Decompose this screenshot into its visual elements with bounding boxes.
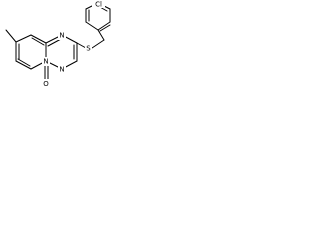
- atom-oxygen: O: [43, 80, 49, 88]
- bond-ph-6: [85, 21, 99, 31]
- bond-pyr-5-double: [17, 58, 31, 67]
- atom-nitrogen-lower: N: [59, 66, 64, 74]
- atom-sulfur: S: [86, 45, 91, 53]
- bond-ch2-aryl: [97, 29, 105, 41]
- bond-ph-1-double: [99, 24, 111, 32]
- atom-labels: Cl S N N N O: [42, 0, 105, 88]
- bond-tri-1-double: [47, 38, 62, 47]
- bond-pyr-2: [30, 34, 47, 44]
- bond-s-ch2: [91, 39, 105, 49]
- bond-ph-1: [97, 21, 111, 31]
- atom-chlorine: Cl: [95, 1, 102, 9]
- bond-pyr-2-double: [31, 37, 45, 46]
- atom-nitrogen-bridge: N: [43, 58, 48, 66]
- bond-pyr-1: [15, 34, 32, 43]
- chemical-structure-diagram: Cl S N N N O: [5, 0, 111, 88]
- bond-c-s: [76, 42, 87, 49]
- atom-nitrogen-ring: N: [59, 32, 64, 40]
- bond-methyl: [5, 29, 17, 43]
- bond-pyr-5: [15, 60, 32, 70]
